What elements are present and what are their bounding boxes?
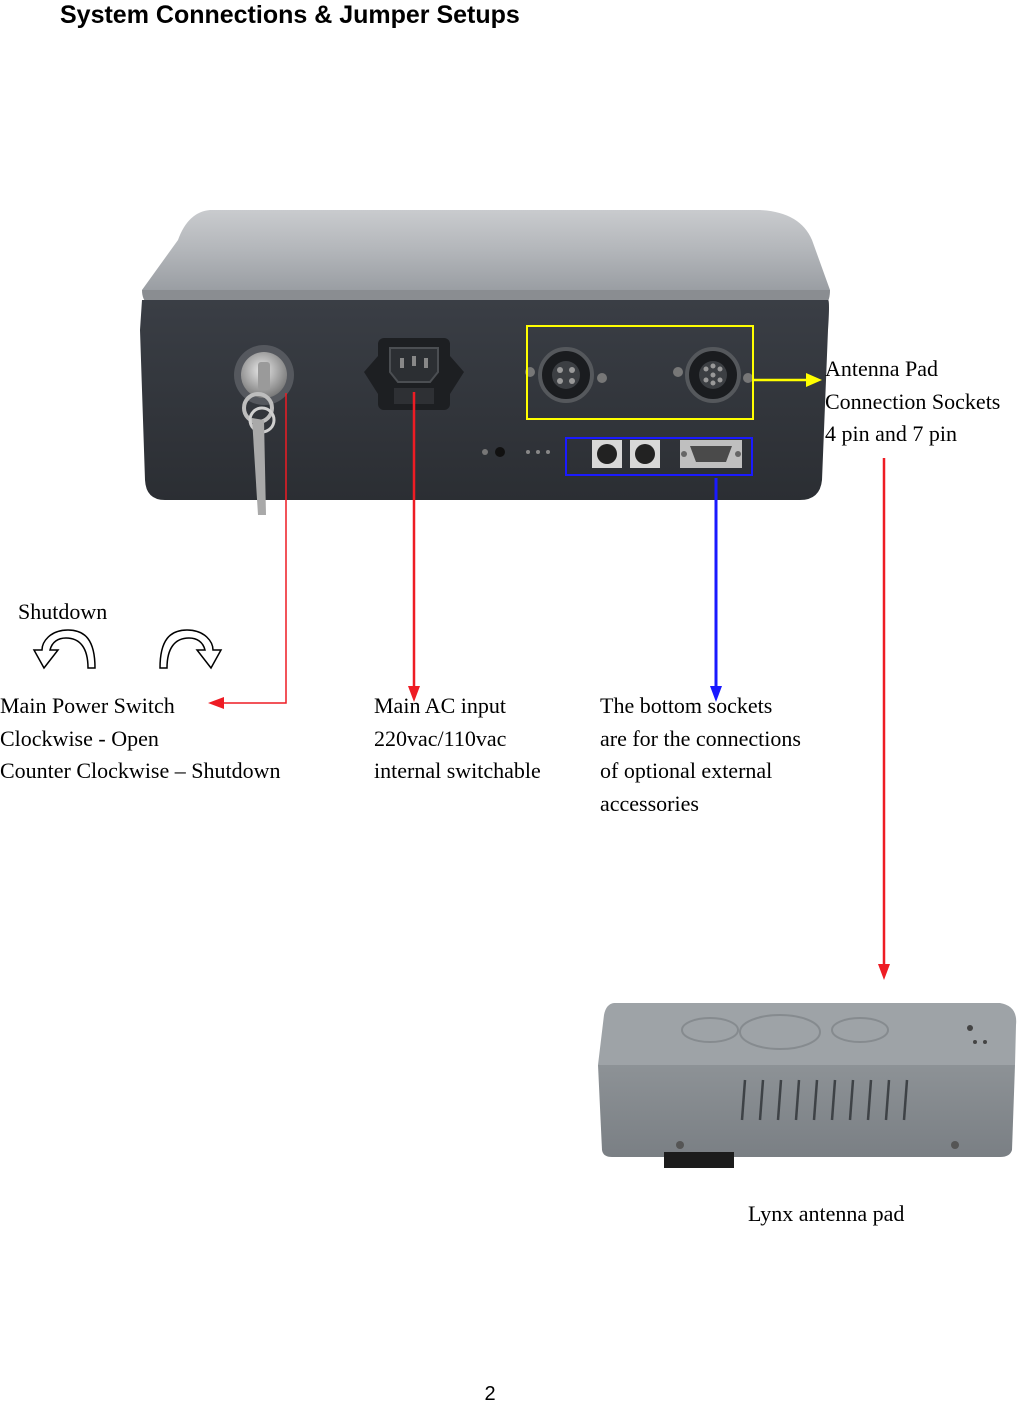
shutdown-label: Shutdown — [18, 599, 108, 624]
antenna-pad-arrow — [878, 458, 890, 980]
antenna-pad-caption: Lynx antenna pad — [748, 1201, 905, 1226]
page-number: 2 — [484, 1383, 496, 1405]
page-title: System Connections & Jumper Setups — [60, 1, 520, 29]
power-switch-arrow — [208, 393, 287, 709]
antenna-socket-highlight-box — [526, 325, 822, 420]
ac-input-caption: Main AC input 220vac/110vac internal swi… — [374, 693, 541, 783]
counter-clockwise-arrow-icon — [32, 629, 96, 670]
power-switch-caption: Main Power Switch Clockwise - Open Count… — [0, 693, 281, 783]
accessory-sockets-image — [592, 440, 742, 468]
accessory-socket-highlight-box — [565, 437, 753, 702]
controller-unit-image — [140, 210, 830, 515]
bottom-sockets-caption: The bottom sockets are for the connectio… — [600, 693, 801, 816]
ac-input-arrow — [408, 392, 420, 702]
antenna-pad-image — [598, 1003, 1017, 1168]
clockwise-arrow-icon — [159, 629, 223, 670]
antenna-sockets-caption: Antenna Pad Connection Sockets 4 pin and… — [825, 356, 1001, 446]
key-switch-image — [234, 345, 294, 515]
antenna-socket-7pin-image — [673, 347, 753, 403]
